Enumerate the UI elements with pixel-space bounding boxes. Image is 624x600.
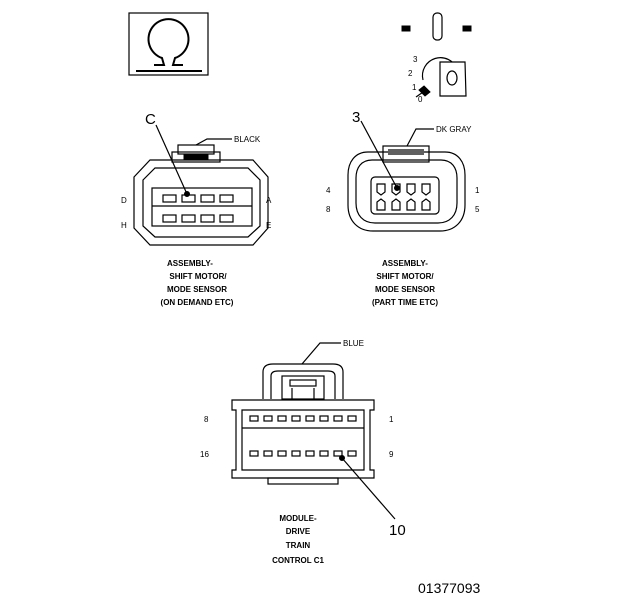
pin-label-4: 4 [326, 186, 331, 195]
caption-blue: MODULE- DRIVE TRAIN CONTROL C1 [272, 514, 324, 565]
pin-label-9: 9 [389, 450, 394, 459]
callout-3: 3 [352, 109, 360, 126]
svg-text:(ON DEMAND ETC): (ON DEMAND ETC) [161, 298, 234, 307]
pin-label-h: H [121, 221, 127, 230]
svg-text:ASSEMBLY-: ASSEMBLY- [167, 259, 213, 268]
svg-text:MODE SENSOR: MODE SENSOR [167, 285, 227, 294]
leader-blue [301, 342, 341, 365]
leader-dkgray [406, 128, 434, 147]
pin-label-1-blue: 1 [389, 415, 394, 424]
ignition-position-0: 0 [418, 95, 423, 104]
figure-id: 01377093 [418, 580, 481, 596]
svg-text:SHIFT MOTOR/: SHIFT MOTOR/ [376, 272, 434, 281]
svg-text:DRIVE: DRIVE [286, 527, 311, 536]
callout-line-c [155, 124, 188, 195]
connector-dkgray [347, 145, 466, 232]
callout-10: 10 [389, 522, 406, 539]
svg-text:SHIFT MOTOR/: SHIFT MOTOR/ [169, 272, 227, 281]
ohm-symbol-icon [128, 12, 209, 76]
ignition-position-3: 3 [413, 55, 418, 64]
pin-label-5: 5 [475, 205, 480, 214]
svg-text:TRAIN: TRAIN [286, 541, 311, 550]
ignition-position-2: 2 [408, 69, 413, 78]
color-label-blue: BLUE [343, 339, 364, 348]
svg-text:(PART TIME ETC): (PART TIME ETC) [372, 298, 438, 307]
svg-text:MODE SENSOR: MODE SENSOR [375, 285, 435, 294]
callout-pointer-c [184, 191, 190, 197]
svg-text:ASSEMBLY-: ASSEMBLY- [382, 259, 428, 268]
callout-pointer-3 [394, 185, 400, 191]
color-label-dkgray: DK GRAY [436, 125, 472, 134]
callout-line-10 [341, 457, 396, 520]
callout-line-3 [360, 120, 398, 189]
caption-dkgray: ASSEMBLY- SHIFT MOTOR/ MODE SENSOR (PART… [372, 259, 438, 307]
pin-label-a: A [266, 196, 272, 205]
callout-pointer-10 [339, 455, 345, 461]
pin-label-16: 16 [200, 450, 209, 459]
pin-label-8-blue: 8 [204, 415, 209, 424]
connector-black [133, 144, 269, 246]
leader-black [195, 138, 232, 146]
color-label-black: BLACK [234, 135, 261, 144]
pin-label-8-dkgray: 8 [326, 205, 331, 214]
ignition-position-1: 1 [412, 83, 417, 92]
pin-label-e: E [266, 221, 271, 230]
callout-c: C [145, 111, 156, 128]
ignition-key-icon [401, 12, 472, 98]
svg-text:MODULE-: MODULE- [279, 514, 317, 523]
pin-label-d: D [121, 196, 127, 205]
pin-label-1-dkgray: 1 [475, 186, 480, 195]
caption-black: ASSEMBLY- SHIFT MOTOR/ MODE SENSOR (ON D… [161, 259, 234, 307]
connector-blue [231, 363, 375, 485]
svg-text:CONTROL C1: CONTROL C1 [272, 556, 324, 565]
